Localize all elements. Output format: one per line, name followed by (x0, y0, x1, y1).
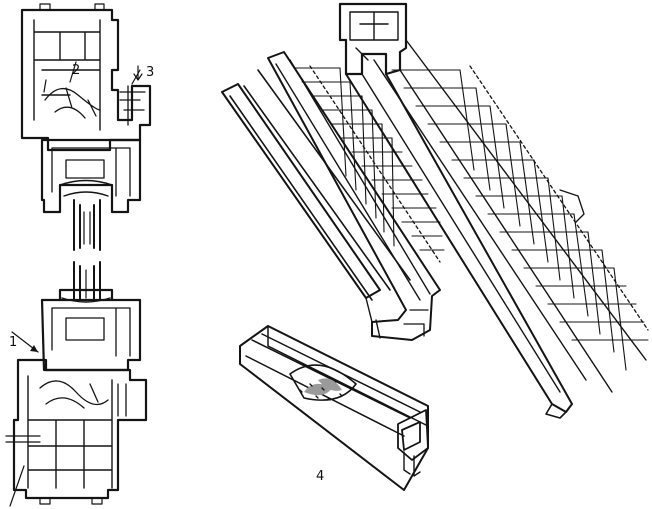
callout-3-label: 3 (146, 65, 154, 80)
profile-with-fins-large (338, 2, 649, 419)
window-profile-section (5, 3, 152, 507)
insulated-profile-section (239, 325, 429, 491)
callout-2-label: 2 (72, 63, 80, 78)
callout-3-arrow (133, 65, 143, 81)
profile-with-fins-small (221, 51, 445, 341)
callout-4-label: 4 (316, 469, 324, 484)
callout-1-label: 1 (9, 335, 17, 350)
